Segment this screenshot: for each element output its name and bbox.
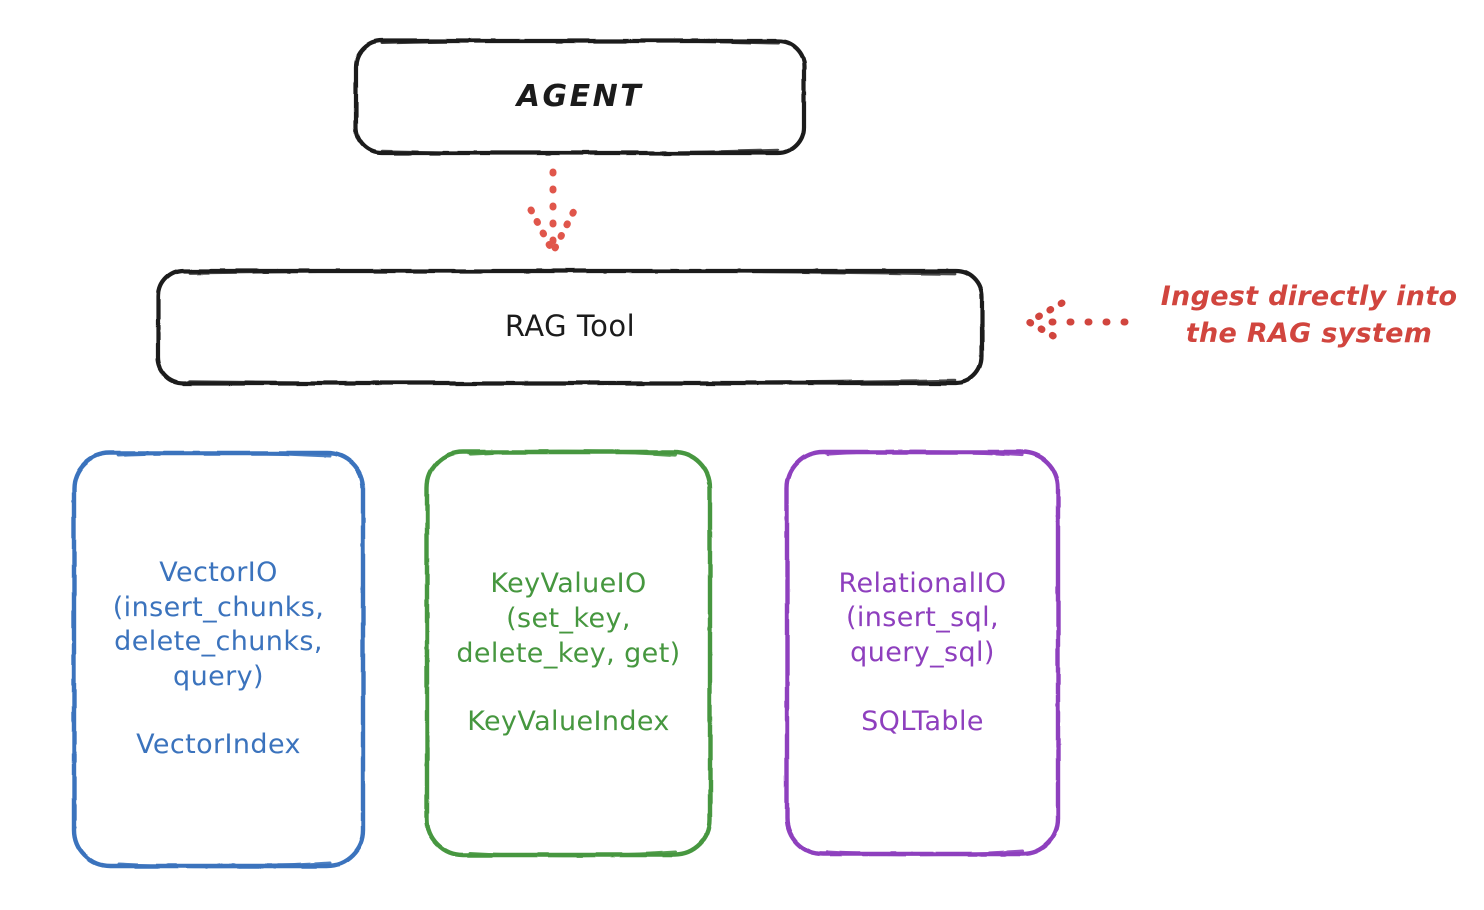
rag-tool-label: RAG Tool [504, 309, 636, 344]
vectorio-node[interactable]: VectorIO (insert_chunks, delete_chunks, … [72, 451, 365, 868]
relationalio-box-outline [784, 449, 1061, 857]
agent-box-outline [353, 38, 807, 156]
rag-tool-box-outline [155, 268, 985, 386]
relationalio-label: RelationalIO (insert_sql, query_sql) [838, 567, 1007, 668]
ingest-note-connector [1025, 299, 1129, 345]
ingest-note-annotation: Ingest directly into the RAG system [1160, 281, 1458, 350]
relationalio-node[interactable]: RelationalIO (insert_sql, query_sql) SQL… [785, 450, 1060, 856]
keyvalueio-node[interactable]: KeyValueIO (set_key, delete_key, get) Ke… [425, 450, 712, 857]
relationalio-sub-label: SQLTable [861, 705, 984, 737]
arrowhead-down-icon [527, 205, 579, 256]
agent-to-rag-tool-connector [527, 168, 579, 256]
agent-label: AGENT [516, 78, 644, 114]
keyvalueio-label: KeyValueIO (set_key, delete_key, get) [456, 568, 681, 669]
agent-node[interactable]: AGENT [355, 40, 805, 154]
keyvalueio-box-outline [424, 449, 713, 858]
vectorio-box-outline [71, 450, 366, 869]
vectorio-sub-label: VectorIndex [136, 729, 301, 761]
vectorio-label: VectorIO (insert_chunks, delete_chunks, … [112, 557, 325, 692]
keyvalueio-sub-label: KeyValueIndex [467, 706, 670, 738]
rag-tool-node[interactable]: RAG Tool [157, 270, 983, 384]
arrowhead-left-icon [1025, 299, 1066, 345]
